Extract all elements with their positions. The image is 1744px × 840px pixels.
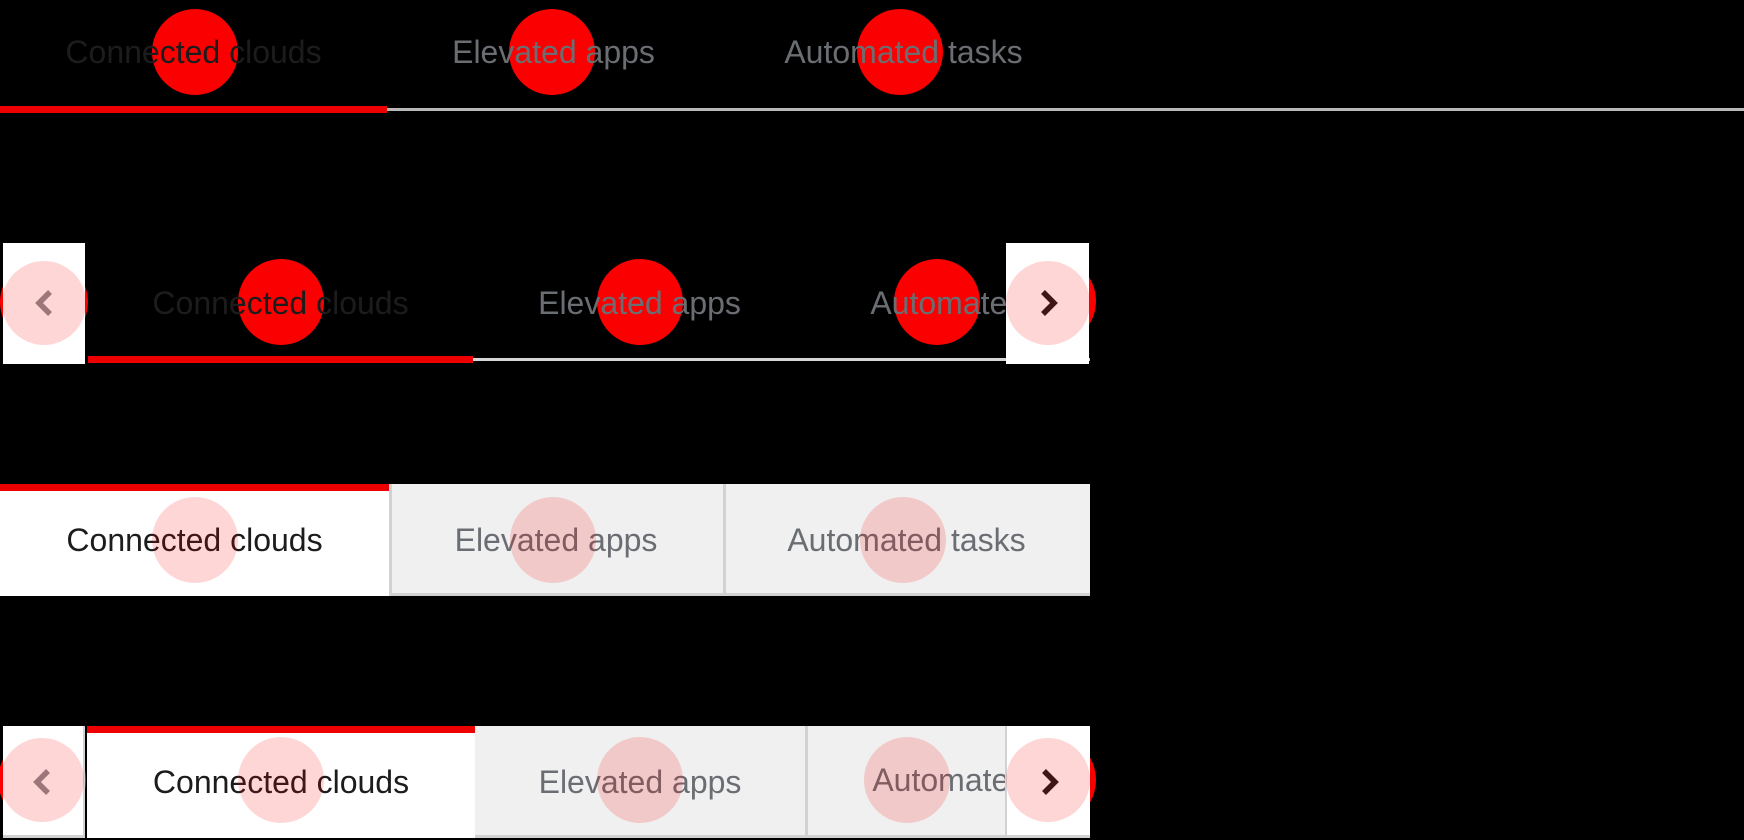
scroll-right-button[interactable] <box>1006 243 1089 364</box>
tab-automated-tasks[interactable]: Automated tasks <box>784 34 1023 70</box>
pink-dot-indicator <box>2 261 86 345</box>
pink-dot-indicator <box>1006 738 1090 822</box>
pink-dot-indicator <box>238 737 324 823</box>
chevron-left-icon <box>33 769 50 795</box>
tab-label: Connected clouds <box>152 764 410 800</box>
box-tabs-scroll-row: Connected clouds Elevated apps Automated… <box>0 726 1744 838</box>
red-dot-indicator <box>597 259 683 345</box>
red-dot-indicator <box>894 259 980 345</box>
box-tabs-row: Connected clouds Elevated apps Automated… <box>0 484 1744 596</box>
tab-automated-tasks-truncated[interactable]: Automated tasks <box>805 726 1005 838</box>
active-tab-topbar <box>87 726 475 733</box>
tab-elevated-apps[interactable] <box>475 726 805 838</box>
underline-tabs-row: Connected clouds Elevated apps Automated… <box>0 0 1744 115</box>
tab-automated-tasks[interactable] <box>723 484 1090 596</box>
tab-label: Automated tasks <box>870 285 1006 321</box>
tab-elevated-apps[interactable]: Elevated apps <box>452 34 655 70</box>
red-dot-indicator <box>238 259 324 345</box>
scroll-right-button[interactable] <box>1005 726 1090 838</box>
tab-connected-clouds[interactable] <box>0 484 389 596</box>
tab-label: Elevated apps <box>454 522 658 558</box>
scroll-left-button[interactable] <box>3 726 85 838</box>
pink-dot-indicator <box>1006 261 1090 345</box>
tab-label: Automated tasks <box>787 522 1026 558</box>
tab-elevated-apps[interactable] <box>389 484 723 596</box>
pink-dot-indicator <box>0 738 84 822</box>
red-dot-indicator <box>857 9 943 95</box>
active-tab-underline <box>0 106 387 113</box>
chevron-left-icon <box>35 290 52 316</box>
tab-connected-clouds[interactable] <box>87 726 475 838</box>
pink-dot-indicator <box>597 737 683 823</box>
tab-connected-clouds[interactable]: Connected clouds <box>65 34 322 70</box>
pink-dot-indicator <box>510 497 596 583</box>
red-dot-indicator <box>509 9 595 95</box>
tab-label: Connected clouds <box>66 522 323 558</box>
active-tab-topbar <box>0 484 389 491</box>
tab-label: Elevated apps <box>538 764 742 800</box>
tab-connected-clouds[interactable]: Connected clouds <box>152 285 409 321</box>
tab-elevated-apps[interactable]: Elevated apps <box>538 285 741 321</box>
tab-label: Automated tasks <box>872 762 1005 798</box>
pink-dot-indicator <box>864 737 950 823</box>
active-tab-underline <box>88 356 473 363</box>
underline-tabs-scroll-row: Connected clouds Elevated apps Automated… <box>0 243 1744 364</box>
scroll-left-button[interactable] <box>3 243 85 364</box>
pink-dot-indicator <box>152 497 238 583</box>
red-dot-indicator <box>152 9 238 95</box>
chevron-right-icon <box>1042 769 1059 795</box>
tab-automated-tasks-truncated[interactable]: Automated tasks <box>806 243 1006 364</box>
chevron-right-icon <box>1041 290 1058 316</box>
tabs-bottom-border <box>387 108 1744 111</box>
pink-dot-indicator <box>860 497 946 583</box>
tabs-bottom-border <box>473 358 1090 361</box>
